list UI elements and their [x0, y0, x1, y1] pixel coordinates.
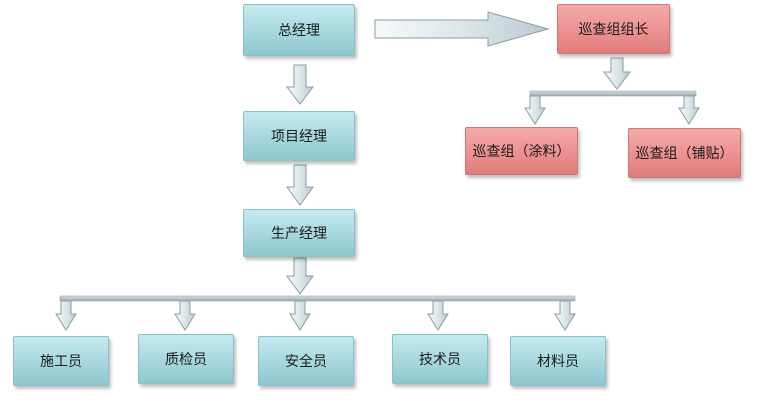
node-materials-officer-label: 材料员	[537, 354, 579, 370]
node-production-manager-label: 生产经理	[271, 226, 327, 242]
arrow-to-materials-officer	[554, 300, 576, 331]
patrol-distribution-bar	[529, 90, 697, 97]
node-project-manager-label: 项目经理	[271, 129, 327, 145]
node-technician-label: 技术员	[419, 352, 461, 368]
node-general-manager: 总经理	[243, 4, 355, 56]
arrow-to-technician	[427, 300, 449, 331]
distribution-bar	[59, 295, 576, 302]
node-materials-officer: 材料员	[510, 336, 606, 386]
node-patrol-tiling-label: 巡查组（铺贴）	[635, 146, 734, 162]
arrow-to-safety-officer	[289, 300, 311, 331]
node-construction-worker-label: 施工员	[40, 354, 82, 370]
arrow-prodm-to-bar	[286, 257, 314, 295]
arrow-to-patrol-coating	[524, 95, 546, 125]
arrow-patrol-leader-down	[602, 57, 632, 90]
node-project-manager: 项目经理	[243, 111, 355, 161]
node-general-manager-label: 总经理	[278, 23, 320, 39]
node-quality-inspector: 质检员	[138, 334, 234, 384]
arrow-to-patrol-tiling	[678, 95, 700, 125]
node-patrol-coating-label: 巡查组（涂料）	[472, 144, 571, 160]
node-patrol-leader: 巡查组组长	[557, 4, 670, 54]
node-quality-inspector-label: 质检员	[165, 352, 207, 368]
node-production-manager: 生产经理	[243, 209, 355, 257]
node-patrol-tiling: 巡查组（铺贴）	[628, 128, 741, 178]
arrow-gm-to-patrol-leader	[374, 11, 550, 47]
arrow-to-construction-worker	[55, 300, 77, 331]
node-technician: 技术员	[392, 334, 488, 384]
node-patrol-leader-label: 巡查组组长	[578, 22, 649, 38]
node-safety-officer: 安全员	[258, 336, 354, 386]
node-patrol-coating: 巡查组（涂料）	[465, 127, 578, 175]
node-safety-officer-label: 安全员	[285, 354, 327, 370]
node-construction-worker: 施工员	[13, 336, 109, 386]
arrow-pm-to-prodm	[286, 164, 314, 206]
arrow-to-quality-inspector	[174, 300, 196, 331]
arrow-gm-to-pm	[285, 64, 315, 105]
